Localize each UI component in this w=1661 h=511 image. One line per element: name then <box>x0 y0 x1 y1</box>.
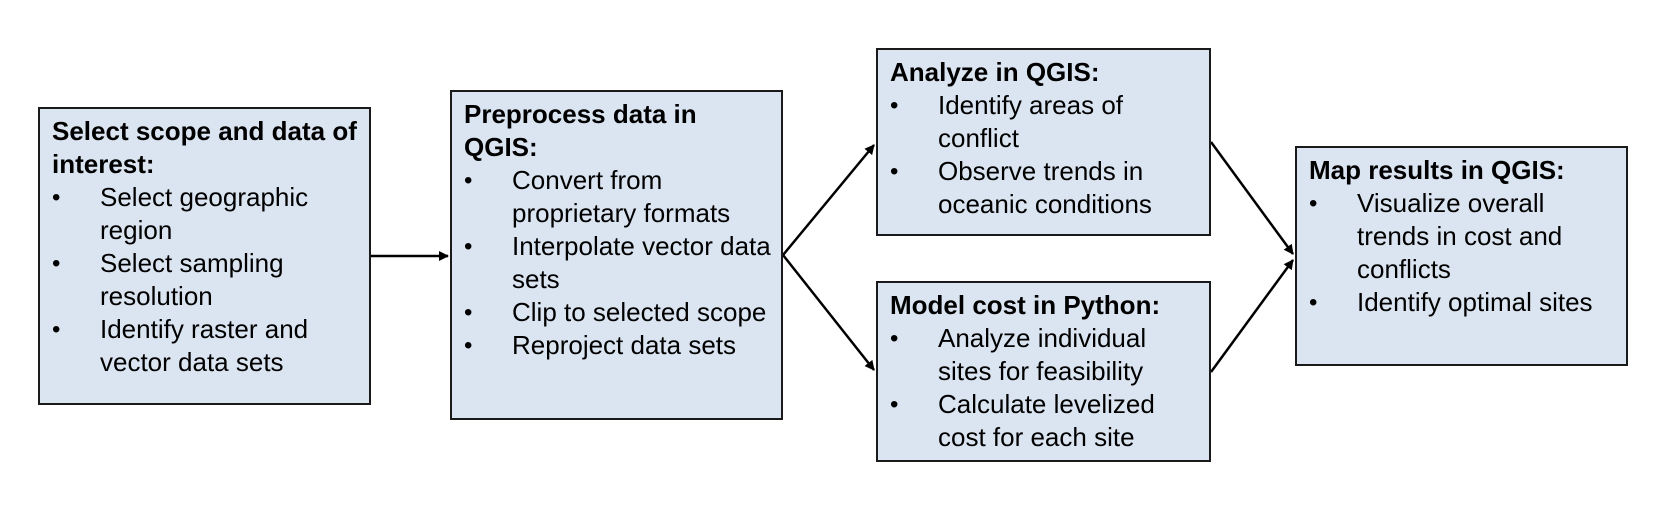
step-bullet-list: • Select geographic region • Select samp… <box>52 181 359 379</box>
bullet-item: • Select sampling resolution <box>52 247 359 313</box>
bullet-icon: • <box>890 158 899 185</box>
bullet-text: Observe trends in oceanic conditions <box>938 156 1152 219</box>
bullet-icon: • <box>464 332 473 359</box>
bullet-text: Identify raster and vector data sets <box>100 314 309 377</box>
step-select-scope: Select scope and data of interest: • Sel… <box>38 107 371 405</box>
bullet-item: • Convert from proprietary formats <box>464 164 771 230</box>
bullet-item: • Interpolate vector data sets <box>464 230 771 296</box>
bullet-text: Visualize overall trends in cost and con… <box>1357 188 1563 284</box>
bullet-item: • Identify raster and vector data sets <box>52 313 359 379</box>
bullet-icon: • <box>464 233 473 260</box>
step-bullet-list: • Convert from proprietary formats • Int… <box>464 164 771 362</box>
bullet-text: Select geographic region <box>100 182 309 245</box>
bullet-icon: • <box>52 250 61 277</box>
bullet-item: • Visualize overall trends in cost and c… <box>1309 187 1616 286</box>
arrow-model-to-map <box>1209 259 1295 373</box>
step-title: Select scope and data of interest: <box>52 116 357 179</box>
step-title: Map results in QGIS: <box>1309 155 1565 185</box>
bullet-icon: • <box>890 325 899 352</box>
arrow-preprocess-to-model <box>782 254 875 371</box>
bullet-text: Interpolate vector data sets <box>512 231 771 294</box>
bullet-icon: • <box>890 391 899 418</box>
bullet-icon: • <box>890 92 899 119</box>
bullet-icon: • <box>464 167 473 194</box>
bullet-text: Identify areas of conflict <box>938 90 1123 153</box>
step-title: Analyze in QGIS: <box>890 57 1100 87</box>
bullet-item: • Identify optimal sites <box>1309 286 1616 319</box>
step-model-cost: Model cost in Python: • Analyze individu… <box>876 281 1211 462</box>
step-bullet-list: • Identify areas of conflict • Observe t… <box>890 89 1199 221</box>
step-title: Preprocess data in QGIS: <box>464 99 697 162</box>
bullet-item: • Select geographic region <box>52 181 359 247</box>
bullet-text: Convert from proprietary formats <box>512 165 731 228</box>
bullet-item: • Observe trends in oceanic conditions <box>890 155 1199 221</box>
bullet-icon: • <box>52 184 61 211</box>
bullet-text: Analyze individual sites for feasibility <box>938 323 1147 386</box>
bullet-item: • Analyze individual sites for feasibili… <box>890 322 1199 388</box>
arrow-preprocess-to-analyze <box>782 144 875 256</box>
step-bullet-list: • Analyze individual sites for feasibili… <box>890 322 1199 454</box>
bullet-item: • Calculate levelized cost for each site <box>890 388 1199 454</box>
bullet-text: Clip to selected scope <box>512 297 767 327</box>
bullet-text: Reproject data sets <box>512 330 737 360</box>
bullet-text: Calculate levelized cost for each site <box>938 389 1155 452</box>
bullet-text: Select sampling resolution <box>100 248 284 311</box>
arrow-analyze-to-map <box>1209 141 1295 255</box>
step-analyze: Analyze in QGIS: • Identify areas of con… <box>876 48 1211 236</box>
step-map-results: Map results in QGIS: • Visualize overall… <box>1295 146 1628 366</box>
step-preprocess-data: Preprocess data in QGIS: • Convert from … <box>450 90 783 420</box>
bullet-icon: • <box>464 299 473 326</box>
bullet-icon: • <box>52 316 61 343</box>
step-bullet-list: • Visualize overall trends in cost and c… <box>1309 187 1616 319</box>
bullet-icon: • <box>1309 289 1318 316</box>
bullet-item: • Identify areas of conflict <box>890 89 1199 155</box>
step-title: Model cost in Python: <box>890 290 1161 320</box>
bullet-item: • Reproject data sets <box>464 329 771 362</box>
bullet-text: Identify optimal sites <box>1357 287 1593 317</box>
bullet-item: • Clip to selected scope <box>464 296 771 329</box>
bullet-icon: • <box>1309 190 1318 217</box>
